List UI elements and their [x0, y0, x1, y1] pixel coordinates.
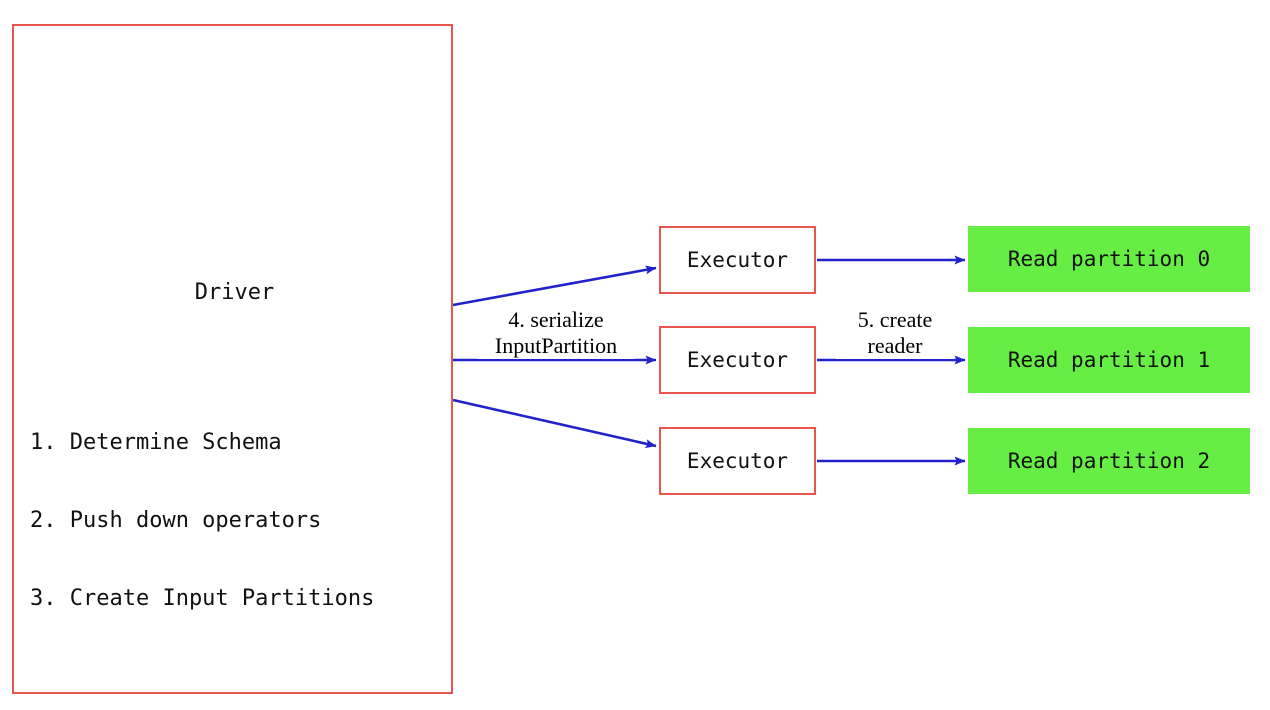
executor-label-2: Executor [686, 348, 789, 372]
driver-step-1: 1. Determine Schema [30, 430, 282, 455]
executor-label-3: Executor [686, 449, 789, 473]
partition-label-1: Read partition 1 [1007, 348, 1211, 372]
edge-label-create-line-2: reader [867, 333, 923, 358]
partition-box-2: Read partition 2 [968, 428, 1250, 494]
edge-label-serialize-line-1: 4. serialize [508, 307, 604, 332]
executor-box-3: Executor [659, 427, 816, 495]
driver-title: Driver [194, 280, 275, 305]
driver-steps-list: 1. Determine Schema 2. Push down operato… [30, 378, 374, 664]
driver-box: Driver 1. Determine Schema 2. Push down … [12, 24, 453, 694]
partition-label-2: Read partition 2 [1007, 449, 1211, 473]
executor-box-2: Executor [659, 326, 816, 394]
executor-box-1: Executor [659, 226, 816, 294]
partition-box-0: Read partition 0 [968, 226, 1250, 292]
driver-step-3: 3. Create Input Partitions [30, 586, 375, 611]
edge-label-serialize-line-2: InputPartition [494, 333, 618, 358]
partition-box-1: Read partition 1 [968, 327, 1250, 393]
driver-step-2: 2. Push down operators [30, 508, 322, 533]
executor-label-1: Executor [686, 248, 789, 272]
edge-label-serialize: 4. serialize InputPartition [478, 307, 634, 359]
edge-label-create-reader: 5. create reader [836, 307, 954, 359]
partition-label-0: Read partition 0 [1007, 247, 1211, 271]
edge-driver-to-executor-3 [452, 398, 657, 449]
edge-label-create-line-1: 5. create [857, 307, 933, 332]
edge-driver-to-executor-1 [452, 265, 657, 307]
